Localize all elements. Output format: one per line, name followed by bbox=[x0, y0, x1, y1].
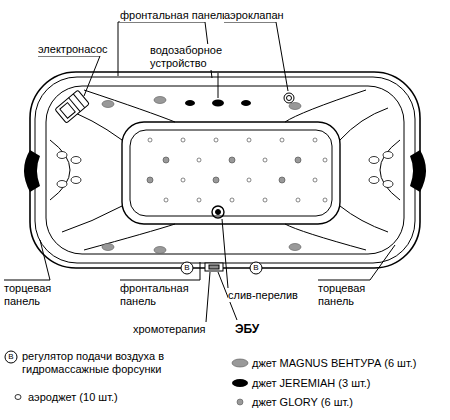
chromotherapy-label: хромотерапия bbox=[133, 323, 206, 336]
panel-label: торцевая панель bbox=[318, 282, 388, 308]
regulator-mark: B bbox=[6, 352, 16, 362]
legend-entry: аэроджет (10 шт.) bbox=[28, 391, 118, 404]
panel-label: фронтальная панель bbox=[120, 9, 228, 22]
drain-label: слив-перелив bbox=[228, 289, 298, 302]
legend-entry: джет GLORY (6 шт.) bbox=[252, 396, 353, 409]
intake-label: водозаборное устройство bbox=[150, 44, 238, 70]
panel-label: фронтальная панель bbox=[120, 282, 200, 308]
legend-entry: джет MAGNUS ВЕНТУРА (6 шт.) bbox=[252, 357, 416, 370]
pump-label: электронасос bbox=[38, 43, 108, 56]
regulator-mark: B bbox=[182, 263, 192, 273]
valve-label: аэроклапан bbox=[224, 9, 284, 22]
legend-entry: джет JEREMIAH (3 шт.) bbox=[252, 377, 371, 390]
ecu-label: ЭБУ bbox=[235, 323, 259, 336]
regulator-mark: B bbox=[251, 263, 261, 273]
legend-entry: регулятор подачи воздуха в гидромассажны… bbox=[22, 350, 212, 376]
panel-label: торцевая панель bbox=[4, 282, 74, 308]
